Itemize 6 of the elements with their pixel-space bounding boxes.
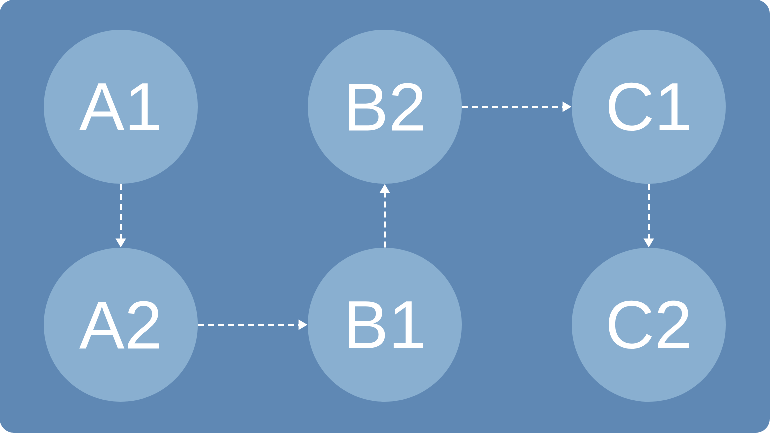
circle-node: A1 — [44, 30, 198, 184]
circle-node: B1 — [308, 248, 462, 402]
circle-node: A2 — [44, 248, 198, 402]
circle-node: C1 — [572, 30, 726, 184]
circle-node: B2 — [308, 30, 462, 184]
circle-node: C2 — [572, 248, 726, 402]
